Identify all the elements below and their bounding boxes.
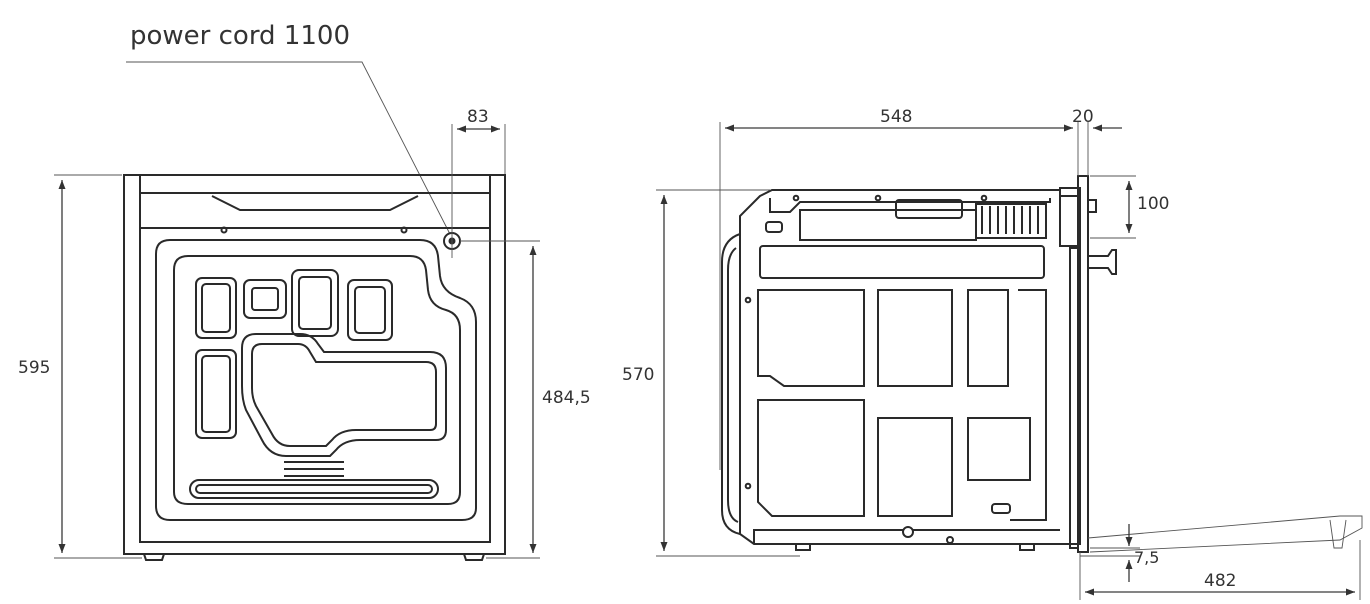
side-panel-4 xyxy=(757,399,865,517)
side-panel-1 xyxy=(757,289,865,387)
side-rear-bulge xyxy=(721,233,741,535)
power-cord-leader-line xyxy=(126,61,453,239)
side-vent-grille xyxy=(981,206,1039,234)
side-bottom-bolt xyxy=(902,526,914,538)
side-foot-2 xyxy=(1019,543,1035,551)
front-screw-left xyxy=(220,226,228,234)
power-cord-callout: power cord 1100 xyxy=(126,21,453,239)
front-cutout-5-inner xyxy=(201,355,231,433)
front-cutout-3-inner xyxy=(298,276,332,330)
front-cutout-large xyxy=(241,333,447,457)
front-foot-left xyxy=(143,553,165,561)
side-small-slot xyxy=(765,221,783,233)
side-panel-6 xyxy=(967,417,1031,481)
side-vent-frame xyxy=(975,203,1047,239)
front-view: 595 484,5 83 xyxy=(18,107,591,561)
front-cutout-2 xyxy=(243,279,287,319)
side-band xyxy=(759,245,1045,279)
front-top-vent xyxy=(211,195,419,211)
front-cutout-large-inner xyxy=(251,343,437,447)
side-panel-2 xyxy=(877,289,953,387)
front-cutout-3 xyxy=(291,269,339,337)
front-cutout-1 xyxy=(195,277,237,339)
side-small-slot-2 xyxy=(991,503,1011,514)
front-foot-right xyxy=(463,553,485,561)
front-top-band xyxy=(139,193,491,229)
side-open-door-foot xyxy=(1329,519,1347,549)
dim-100-label: 100 xyxy=(1137,194,1169,214)
side-screw-2 xyxy=(874,194,882,202)
front-cutout-5 xyxy=(195,349,237,439)
front-top-rail xyxy=(139,175,491,194)
front-inner-frame xyxy=(139,228,491,543)
dim-83-label: 83 xyxy=(467,107,489,127)
front-bottom-slot-inner xyxy=(195,484,433,494)
side-door-inner xyxy=(1069,247,1079,549)
dim-484-label: 484,5 xyxy=(542,388,591,408)
side-knob-top xyxy=(1088,199,1097,213)
front-cutout-4-inner xyxy=(354,286,386,334)
front-vent-lines xyxy=(284,461,344,477)
front-cutout-1-inner xyxy=(201,283,231,333)
front-cutout-2-inner xyxy=(251,287,279,311)
side-bottom-screw xyxy=(946,536,954,544)
side-main-body xyxy=(739,189,1081,545)
dim-570-label: 570 xyxy=(622,365,654,385)
side-foot-1 xyxy=(795,543,811,551)
side-open-door xyxy=(1087,515,1363,553)
dim-20-label: 20 xyxy=(1072,107,1094,127)
dim-595-label: 595 xyxy=(18,358,50,378)
side-screw-5 xyxy=(744,482,752,490)
front-embossed-panel-inner xyxy=(173,255,461,505)
side-front-top-frame xyxy=(1059,187,1081,247)
side-panel-5 xyxy=(877,417,953,517)
side-rear-bulge-inner xyxy=(727,247,739,523)
front-cutout-4 xyxy=(347,279,393,341)
side-screw-1 xyxy=(792,194,800,202)
side-top-box xyxy=(799,209,977,241)
side-screw-4 xyxy=(744,296,752,304)
side-top-block xyxy=(895,199,963,219)
dim-548-label: 548 xyxy=(880,107,912,127)
dim-7-label: 7,5 xyxy=(1134,548,1159,567)
front-screw-right xyxy=(400,226,408,234)
power-cord-label: power cord 1100 xyxy=(130,21,350,51)
front-bottom-slot xyxy=(189,479,439,499)
side-handle-knob xyxy=(1088,249,1117,275)
front-embossed-panel xyxy=(155,239,477,521)
side-bottom-rail xyxy=(753,529,1060,544)
dim-482-label: 482 xyxy=(1204,571,1236,591)
side-panel-edge xyxy=(1010,289,1047,521)
side-screw-3 xyxy=(980,194,988,202)
front-outer-body xyxy=(123,174,506,555)
side-panel-3 xyxy=(967,289,1009,387)
side-top-rail xyxy=(769,198,1051,213)
side-view: 570 548 20 100 7,5 482 xyxy=(622,107,1363,600)
